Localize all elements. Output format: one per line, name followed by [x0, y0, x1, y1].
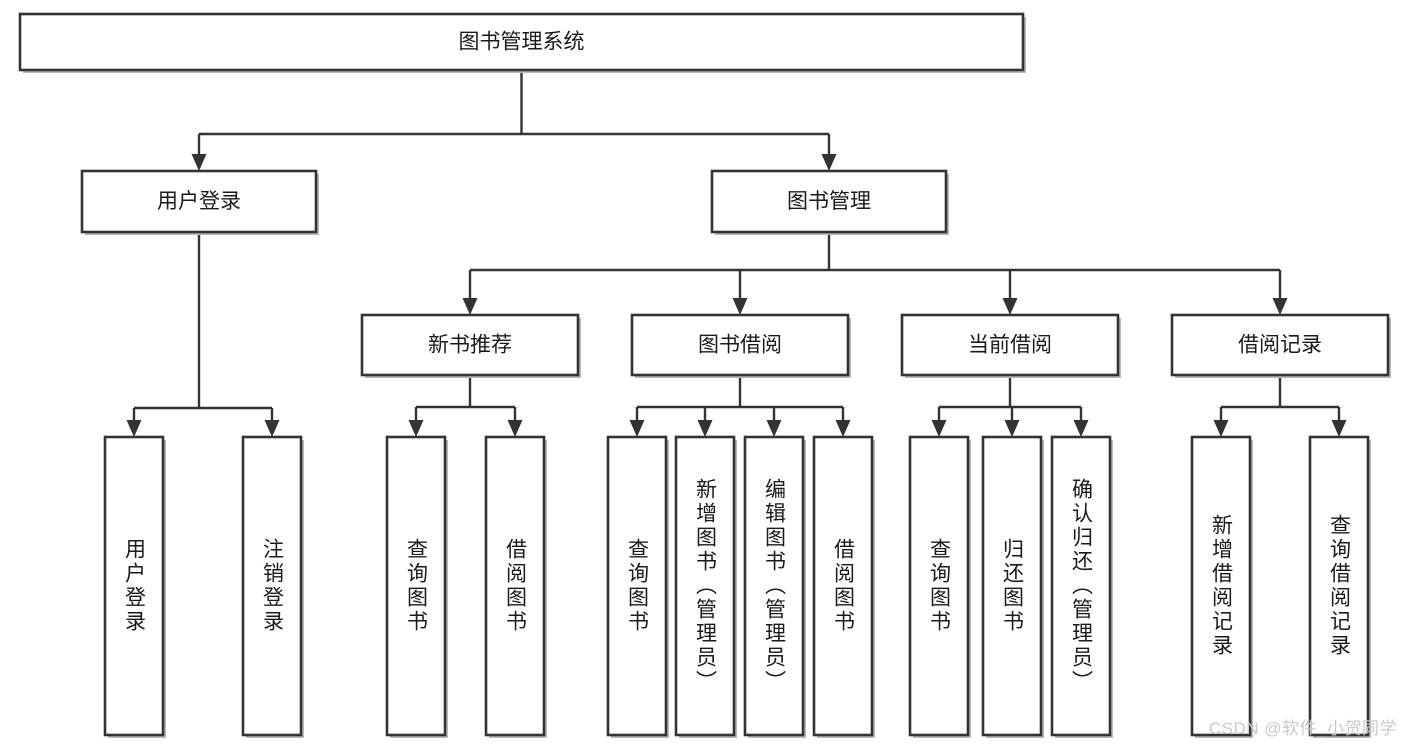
node-level3-2[interactable]	[900, 313, 1120, 377]
node-level3-label-2: 当前借阅	[968, 334, 1052, 357]
arrowhead-leaf-12	[1331, 420, 1347, 437]
node-level2-label-1: 图书管理	[787, 190, 871, 213]
node-leaf-3[interactable]	[484, 435, 546, 737]
arrowhead-level2-0	[191, 154, 207, 171]
node-level3-label-3: 借阅记录	[1238, 334, 1322, 357]
node-leaf-10[interactable]	[1050, 435, 1112, 737]
node-leaf-0[interactable]	[103, 435, 165, 737]
arrowhead-leaf-0	[126, 420, 142, 437]
node-root-label: 图书管理系统	[459, 31, 585, 54]
arrowhead-leaf-6	[766, 420, 782, 437]
arrowhead-leaf-5	[697, 420, 713, 437]
node-leaf-7[interactable]	[812, 435, 874, 737]
node-leaf-11[interactable]	[1190, 435, 1252, 737]
node-leaf-2[interactable]	[385, 435, 447, 737]
arrowhead-level3-0	[462, 298, 478, 315]
node-level2-label-0: 用户登录	[157, 190, 241, 213]
node-leaf-4[interactable]	[606, 435, 668, 737]
node-leaf-5[interactable]	[674, 435, 736, 737]
arrowhead-leaf-9	[1004, 420, 1020, 437]
arrowhead-leaf-11	[1213, 420, 1229, 437]
node-leaf-9[interactable]	[981, 435, 1043, 737]
arrowhead-leaf-1	[264, 420, 280, 437]
arrowhead-leaf-7	[835, 420, 851, 437]
node-level3-1[interactable]	[630, 313, 850, 377]
node-level2-0[interactable]	[80, 169, 318, 234]
connectors-layer	[126, 70, 1347, 437]
arrowhead-leaf-3	[507, 420, 523, 437]
arrowhead-leaf-8	[931, 420, 947, 437]
arrowhead-level3-1	[732, 298, 748, 315]
arrowhead-level3-3	[1272, 298, 1288, 315]
node-level2-1[interactable]	[710, 169, 948, 234]
arrowhead-leaf-2	[408, 420, 424, 437]
node-level3-label-0: 新书推荐	[428, 334, 512, 357]
node-root[interactable]	[18, 12, 1025, 72]
arrowhead-leaf-4	[629, 420, 645, 437]
node-leaf-1[interactable]	[241, 435, 303, 737]
boxes-layer	[18, 12, 1391, 738]
node-level3-3[interactable]	[1170, 313, 1390, 377]
csdn-watermark: CSDN @软件_小贺同学	[1208, 719, 1397, 738]
arrowhead-leaf-10	[1073, 420, 1089, 437]
node-leaf-6[interactable]	[743, 435, 805, 737]
node-leaf-8[interactable]	[908, 435, 970, 737]
arrowhead-level2-1	[821, 154, 837, 171]
arrowhead-level3-2	[1002, 298, 1018, 315]
node-leaf-12[interactable]	[1308, 435, 1370, 737]
node-level3-0[interactable]	[360, 313, 580, 377]
node-level3-label-1: 图书借阅	[698, 334, 782, 357]
